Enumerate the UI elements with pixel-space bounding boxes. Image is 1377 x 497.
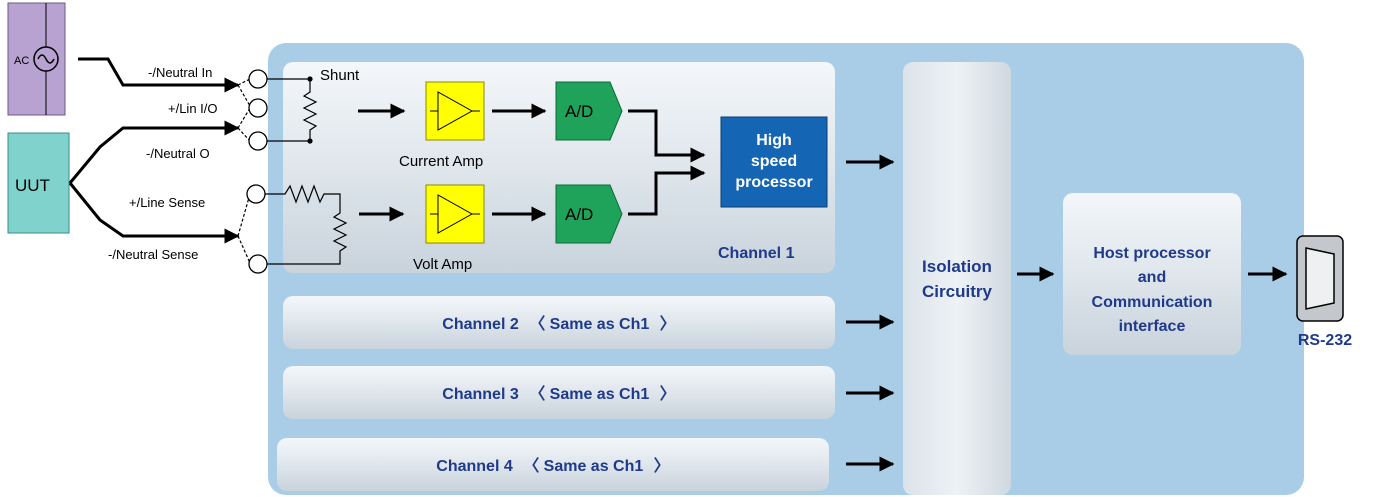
terminals: [246, 69, 268, 274]
bracket-left: 〈: [523, 457, 539, 475]
host-line2: and: [1138, 269, 1166, 286]
arrows-to-isolation: [846, 154, 895, 472]
channel2-note: Same as Ch1: [550, 316, 650, 333]
terminal-neutral-in: [248, 69, 268, 89]
ac-label: AC: [14, 55, 29, 67]
shunt-resistor: [267, 76, 318, 144]
processor-line2: speed: [751, 153, 797, 170]
switch-links: [237, 78, 251, 264]
channel2-block: Channel 2 〈 Same as Ch1 〉: [283, 296, 835, 349]
isolation-line1: Isolation: [922, 257, 992, 276]
label-lin-io: +/Lin I/O: [168, 101, 218, 116]
channel1-block: [283, 62, 835, 273]
adc-top-label: A/D: [565, 102, 593, 121]
channel3-block: Channel 3 〈 Same as Ch1 〉: [283, 366, 835, 419]
channel3-note: Same as Ch1: [550, 386, 650, 403]
rs232-label: RS-232: [1298, 332, 1352, 349]
volt-amp: [425, 184, 485, 244]
host-line4: interface: [1119, 318, 1186, 335]
isolation-line2: Circuitry: [922, 282, 992, 301]
volt-amp-label: Volt Amp: [413, 256, 472, 273]
rs232-connector-icon: [1296, 235, 1344, 322]
bracket-left: 〈: [529, 385, 545, 403]
processor-line3: processor: [735, 174, 812, 191]
label-neutral-in: -/Neutral In: [148, 65, 212, 80]
input-wiring: [68, 57, 240, 244]
channel4-name: Channel 4: [436, 458, 513, 475]
label-line-sense: +/Line Sense: [129, 195, 205, 210]
bracket-left: 〈: [529, 315, 545, 333]
high-speed-processor: High speed processor: [720, 116, 828, 208]
channel1-arrows: [358, 103, 706, 222]
isolation-circuitry: Isolation Circuitry: [903, 62, 1011, 495]
adc-bottom: A/D: [555, 184, 623, 244]
terminal-neutral-sense: [248, 254, 268, 274]
adc-top: A/D: [555, 81, 623, 141]
label-neutral-sense: -/Neutral Sense: [108, 247, 198, 262]
uut-box: UUT: [7, 132, 70, 234]
host-line3: Communication: [1092, 294, 1213, 311]
terminal-lin-io: [248, 98, 268, 118]
current-amp: [425, 81, 485, 141]
bracket-right: 〉: [660, 385, 676, 403]
channel3-name: Channel 3: [442, 386, 519, 403]
channel1-label: Channel 1: [718, 245, 795, 262]
processor-line1: High: [756, 132, 792, 149]
terminal-line-sense: [246, 184, 266, 204]
adc-bottom-label: A/D: [565, 205, 593, 224]
channel4-note: Same as Ch1: [544, 458, 644, 475]
terminal-neutral-o: [248, 131, 268, 151]
host-line1: Host processor: [1093, 245, 1210, 262]
shunt-label: Shunt: [320, 67, 360, 84]
bracket-right: 〉: [660, 315, 676, 333]
label-neutral-o: -/Neutral O: [146, 146, 210, 161]
host-processor: Host processor and Communication interfa…: [1063, 193, 1241, 355]
ac-source: AC: [7, 2, 66, 116]
voltage-divider: [265, 184, 348, 265]
svg-text:Channel 3 〈 Same a: Channel 3 〈 Same as Ch1 〉: [442, 385, 675, 403]
svg-text:Channel 4 〈 Same a: Channel 4 〈 Same as Ch1 〉: [436, 457, 669, 475]
current-amp-label: Current Amp: [399, 153, 483, 170]
channel4-block: Channel 4 〈 Same as Ch1 〉: [277, 438, 829, 491]
channel2-name: Channel 2: [442, 316, 519, 333]
svg-text:Channel 2 〈 Same a: Channel 2 〈 Same as Ch1 〉: [442, 315, 675, 333]
bracket-right: 〉: [654, 457, 670, 475]
uut-label: UUT: [15, 176, 50, 195]
